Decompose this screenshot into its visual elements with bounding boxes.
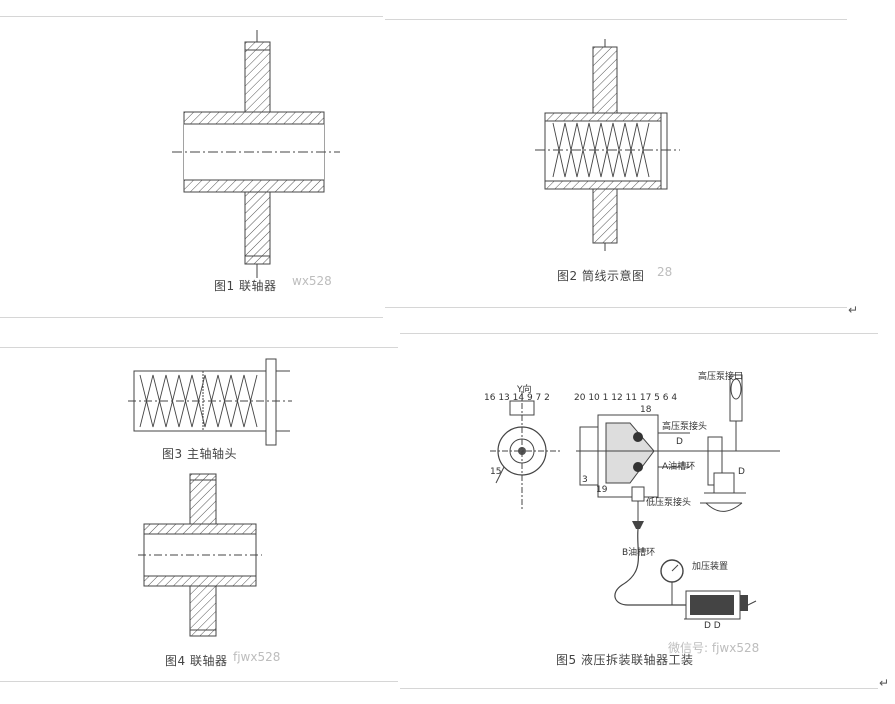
- label-d: D: [676, 437, 683, 447]
- watermark: wx528: [292, 274, 332, 288]
- coupling-drawing: [172, 30, 340, 278]
- divider-top-left: [0, 16, 383, 17]
- divider-mid-right-2: [400, 333, 878, 334]
- figure-5-hydraulic-tooling: Y向 16 13 14 9 7 2 20 10 1 12 11 17 5 6 4…: [400, 333, 878, 688]
- divider-mid-left-2: [0, 347, 398, 348]
- spindle-drawing: [128, 358, 292, 446]
- figure-5-caption: 图5 液压拆装联轴器工装: [556, 653, 694, 667]
- label-high-pump-top: 高压泵接口: [698, 372, 744, 382]
- divider-top-right: [385, 19, 847, 20]
- num-18: 18: [640, 405, 652, 415]
- label-d-d: D D: [704, 621, 721, 631]
- label-low-pump: 低压泵接头: [646, 498, 692, 508]
- num-15: 15: [490, 467, 502, 477]
- divider-mid-right: [385, 307, 847, 308]
- divider-bottom-left: [0, 681, 398, 682]
- watermark: fjwx528: [233, 650, 281, 664]
- watermark: 28: [657, 265, 673, 279]
- figure-3-caption: 图3 主轴轴头: [162, 447, 237, 461]
- view-label: Y向: [517, 385, 532, 395]
- figure-4-caption: 图4 联轴器: [165, 654, 228, 668]
- coupling-drawing-2: [138, 473, 262, 637]
- part-numbers-mid: 20 10 1 12 11 17 5 6 4: [574, 393, 678, 403]
- watermark: 微信号: fjwx528: [668, 641, 760, 655]
- divider-bottom-right: [400, 688, 878, 689]
- figure-2-schematic: 图2 筒线示意图 28: [385, 19, 847, 307]
- label-b-ring: B油槽环: [622, 548, 656, 558]
- num-19: 19: [596, 485, 608, 495]
- label-d-pump: D: [738, 467, 745, 477]
- figure-1-coupling: 图1 联轴器 wx528: [0, 0, 383, 317]
- paragraph-mark: ↵: [848, 303, 859, 317]
- part-numbers-left: 16 13 14 9 7 2: [484, 393, 550, 403]
- figure-1-caption: 图1 联轴器: [214, 279, 277, 293]
- label-high-pump-a: 高压泵接头: [662, 422, 708, 432]
- label-a-ring: A油槽环: [662, 462, 696, 472]
- paragraph-mark: ↵: [879, 676, 890, 690]
- schematic-drawing: [535, 39, 680, 251]
- divider-mid-left: [0, 317, 383, 318]
- hydraulic-tooling-drawing: [490, 374, 780, 620]
- figure-2-caption: 图2 筒线示意图: [557, 269, 645, 283]
- label-pressure-device: 加压装置: [692, 562, 729, 572]
- figure-4-coupling: 图4 联轴器 fjwx528: [0, 462, 398, 681]
- num-3: 3: [582, 475, 588, 485]
- figure-3-spindle-head: 图3 主轴轴头: [0, 347, 398, 461]
